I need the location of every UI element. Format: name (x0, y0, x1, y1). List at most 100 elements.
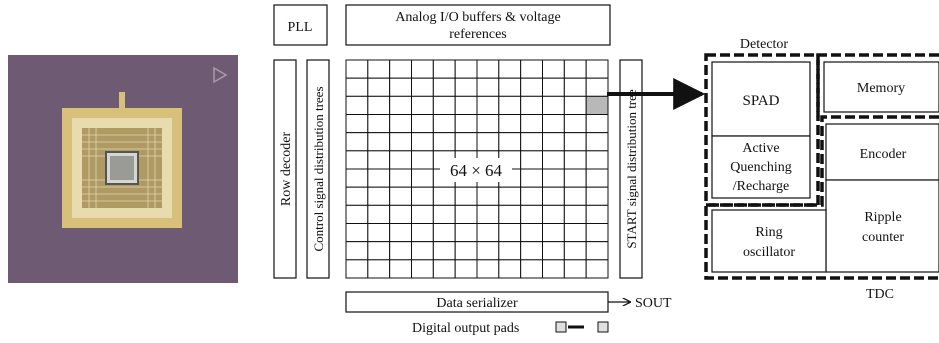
pixel-cell (412, 169, 434, 187)
aq-label-line2: Quenching (730, 160, 791, 175)
pixel-cell (499, 260, 521, 278)
ripple-label-line2: counter (862, 230, 904, 245)
pixel-cell (433, 115, 455, 133)
spad-label: SPAD (743, 93, 780, 109)
pixel-cell (477, 224, 499, 242)
pixel-cell (390, 224, 412, 242)
pixel-cell (543, 242, 565, 260)
pixel-cell (346, 260, 368, 278)
pixel-cell (346, 151, 368, 169)
pixel-cell (564, 78, 586, 96)
pixel-cell (543, 187, 565, 205)
pixel-cell (433, 224, 455, 242)
pixel-cell (433, 96, 455, 114)
pixel-cell (368, 133, 390, 151)
pixel-cell (346, 96, 368, 114)
pixel-cell (586, 205, 608, 223)
detector-label: Detector (740, 37, 789, 52)
data-serializer-label: Data serializer (436, 296, 518, 311)
pixel-cell (586, 133, 608, 151)
analog-io-label-line1: Analog I/O buffers & voltage (395, 10, 560, 25)
ripple-counter-block (826, 180, 939, 272)
pixel-cell (499, 78, 521, 96)
pixel-cell (586, 169, 608, 187)
pad-square-icon (556, 322, 566, 332)
pixel-cell (390, 205, 412, 223)
pixel-cell (564, 260, 586, 278)
pixel-cell (564, 242, 586, 260)
pixel-cell (477, 133, 499, 151)
pixel-cell (412, 205, 434, 223)
pixel-cell (368, 205, 390, 223)
pixel-cell (586, 78, 608, 96)
pixel-cell (390, 151, 412, 169)
pixel-cell (543, 60, 565, 78)
pixel-cell (368, 60, 390, 78)
pixel-cell (390, 169, 412, 187)
pixel-cell (477, 78, 499, 96)
pixel-cell (521, 78, 543, 96)
pixel-cell (564, 115, 586, 133)
pixel-cell (521, 133, 543, 151)
pixel-cell (346, 224, 368, 242)
pad-square-icon-2 (598, 322, 608, 332)
row-decoder-label: Row decoder (279, 132, 294, 207)
pixel-cell (543, 115, 565, 133)
pixel-cell (346, 133, 368, 151)
pixel-cell (412, 151, 434, 169)
pixel-cell (433, 78, 455, 96)
pixel-cell (412, 78, 434, 96)
pixel-cell (477, 96, 499, 114)
encoder-label: Encoder (860, 147, 907, 162)
pixel-cell (346, 169, 368, 187)
pixel-cell (455, 224, 477, 242)
pixel-cell (499, 242, 521, 260)
pixel-cell (433, 187, 455, 205)
pixel-cell (477, 260, 499, 278)
pixel-cell (455, 60, 477, 78)
pixel-cell (564, 224, 586, 242)
pixel-cell (586, 60, 608, 78)
pixel-cell (346, 242, 368, 260)
pixel-cell (586, 260, 608, 278)
pixel-cell (477, 60, 499, 78)
pixel-cell (390, 78, 412, 96)
pll-label: PLL (288, 20, 313, 35)
pixel-cell (543, 260, 565, 278)
pixel-cell (368, 115, 390, 133)
pixel-cell (455, 115, 477, 133)
ring-oscillator-block (712, 210, 826, 272)
pixel-cell (368, 169, 390, 187)
aq-label-line1: Active (742, 141, 779, 156)
analog-io-label-line2: references (449, 27, 507, 42)
pixel-cell (390, 115, 412, 133)
pixel-cell (521, 96, 543, 114)
pixel-cell (412, 96, 434, 114)
pixel-cell (499, 96, 521, 114)
pixel-cell (390, 260, 412, 278)
pixel-cell (586, 115, 608, 133)
pixel-cell (477, 242, 499, 260)
pixel-cell (521, 260, 543, 278)
pixel-cell (499, 187, 521, 205)
pixel-cell (564, 133, 586, 151)
sout-label: SOUT (635, 296, 672, 311)
pixel-cell (499, 60, 521, 78)
ring-label-line2: oscillator (743, 245, 795, 260)
pixel-cell (368, 260, 390, 278)
pixel-cell (412, 260, 434, 278)
array-label: 64 × 64 (450, 161, 503, 180)
pixel-cell (455, 242, 477, 260)
pixel-cell (412, 115, 434, 133)
pixel-cell (477, 205, 499, 223)
tdc-label: TDC (866, 287, 894, 302)
memory-label: Memory (857, 81, 905, 96)
pixel-cell (586, 187, 608, 205)
pixel-cell (543, 169, 565, 187)
pixel-cell (521, 242, 543, 260)
pixel-cell (543, 224, 565, 242)
pixel-cell (521, 187, 543, 205)
pixel-cell (346, 187, 368, 205)
control-tree-label: Control signal distribution trees (311, 86, 326, 251)
pixel-cell (521, 205, 543, 223)
